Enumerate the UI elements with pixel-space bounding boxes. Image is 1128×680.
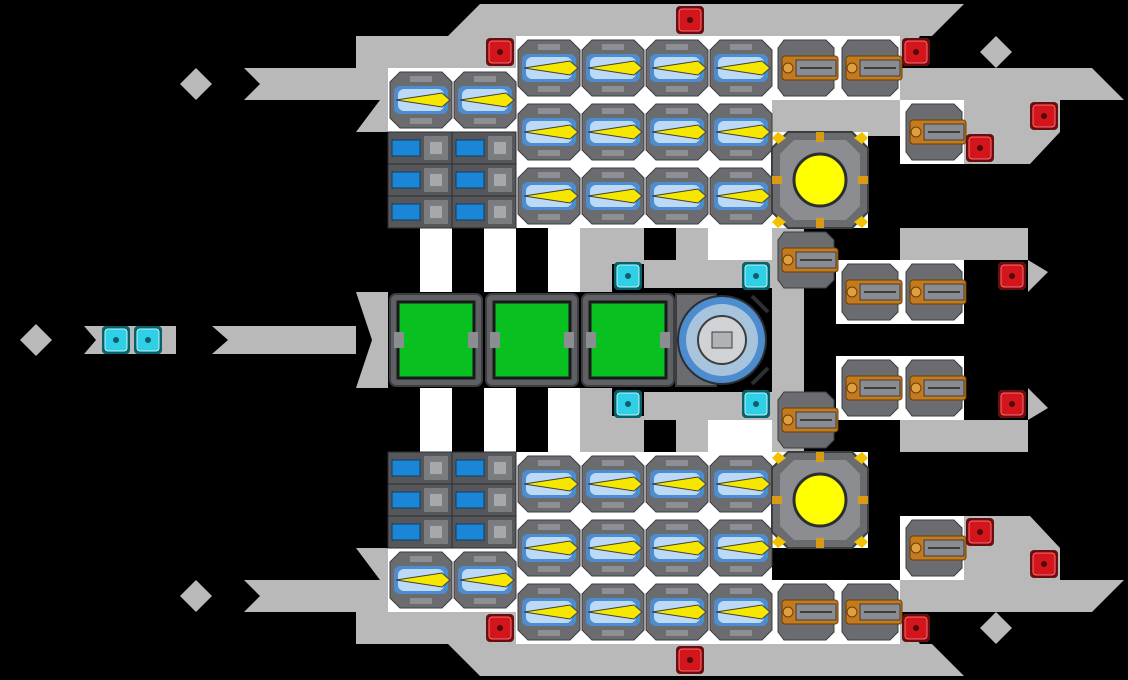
- battery-cell[interactable]: [451, 515, 517, 549]
- battery-block-bottom[interactable]: [387, 451, 517, 549]
- marker-diamond: [980, 612, 1012, 644]
- thruster-module[interactable]: [581, 455, 645, 513]
- marker-diamond: [20, 324, 52, 356]
- shield-node[interactable]: [101, 325, 131, 355]
- thruster-module[interactable]: [645, 167, 709, 225]
- reactor-core-bottom[interactable]: [770, 450, 870, 550]
- thruster-module[interactable]: [453, 551, 517, 609]
- thruster-module[interactable]: [709, 583, 773, 641]
- thruster-module[interactable]: [645, 583, 709, 641]
- marker-diamond: [180, 580, 212, 612]
- thruster-module[interactable]: [389, 71, 453, 129]
- marker-diamond: [980, 36, 1012, 68]
- armor-block[interactable]: [485, 37, 515, 67]
- armor-block[interactable]: [965, 517, 995, 547]
- battery-cell[interactable]: [387, 195, 453, 229]
- armor-block[interactable]: [1029, 549, 1059, 579]
- cannon-module[interactable]: [841, 263, 903, 321]
- armor-block[interactable]: [997, 261, 1027, 291]
- armor-block[interactable]: [485, 613, 515, 643]
- shield-node[interactable]: [133, 325, 163, 355]
- armor-block[interactable]: [675, 645, 705, 675]
- battery-cell[interactable]: [387, 483, 453, 517]
- thruster-module[interactable]: [709, 167, 773, 225]
- thruster-module[interactable]: [517, 39, 581, 97]
- cannon-module[interactable]: [905, 103, 967, 161]
- marker-diamond: [180, 68, 212, 100]
- armor-block[interactable]: [1029, 101, 1059, 131]
- cannon-module[interactable]: [841, 39, 903, 97]
- battery-cell[interactable]: [387, 451, 453, 485]
- cannon-module[interactable]: [777, 391, 839, 449]
- thruster-module[interactable]: [581, 103, 645, 161]
- thruster-module[interactable]: [517, 103, 581, 161]
- thruster-module[interactable]: [645, 519, 709, 577]
- reactor-core-top[interactable]: [770, 130, 870, 230]
- thruster-module[interactable]: [517, 519, 581, 577]
- cargo-bay[interactable]: [484, 292, 580, 388]
- cannon-module[interactable]: [905, 263, 967, 321]
- thruster-module[interactable]: [517, 583, 581, 641]
- battery-cell[interactable]: [387, 131, 453, 165]
- shield-node[interactable]: [741, 389, 771, 419]
- battery-block-top[interactable]: [387, 131, 517, 229]
- battery-cell[interactable]: [451, 131, 517, 165]
- armor-block[interactable]: [901, 37, 931, 67]
- battery-cell[interactable]: [451, 195, 517, 229]
- cannon-module[interactable]: [841, 359, 903, 417]
- cannon-module[interactable]: [905, 359, 967, 417]
- thruster-module[interactable]: [709, 39, 773, 97]
- battery-cell[interactable]: [387, 163, 453, 197]
- battery-cell[interactable]: [451, 483, 517, 517]
- thruster-module[interactable]: [517, 167, 581, 225]
- battery-cell[interactable]: [387, 515, 453, 549]
- thruster-module[interactable]: [709, 455, 773, 513]
- thruster-module[interactable]: [709, 519, 773, 577]
- cargo-bay[interactable]: [388, 292, 484, 388]
- thruster-module[interactable]: [645, 103, 709, 161]
- cannon-module[interactable]: [777, 231, 839, 289]
- cannon-module[interactable]: [841, 583, 903, 641]
- thruster-module[interactable]: [581, 39, 645, 97]
- thruster-module[interactable]: [709, 103, 773, 161]
- thruster-module[interactable]: [645, 39, 709, 97]
- battery-cell[interactable]: [451, 163, 517, 197]
- thruster-module[interactable]: [453, 71, 517, 129]
- battery-cell[interactable]: [451, 451, 517, 485]
- cargo-bays[interactable]: [388, 292, 676, 388]
- cannon-module[interactable]: [905, 519, 967, 577]
- cargo-bay[interactable]: [580, 292, 676, 388]
- armor-block[interactable]: [965, 133, 995, 163]
- thruster-module[interactable]: [581, 583, 645, 641]
- armor-block[interactable]: [901, 613, 931, 643]
- thruster-module[interactable]: [517, 455, 581, 513]
- cannon-module[interactable]: [777, 39, 839, 97]
- shield-node[interactable]: [741, 261, 771, 291]
- command-bridge[interactable]: [675, 293, 770, 387]
- thruster-module[interactable]: [645, 455, 709, 513]
- armor-block[interactable]: [997, 389, 1027, 419]
- marker-group: [20, 36, 1012, 644]
- shield-node[interactable]: [613, 389, 643, 419]
- thruster-module[interactable]: [389, 551, 453, 609]
- thruster-module[interactable]: [581, 167, 645, 225]
- armor-block[interactable]: [675, 5, 705, 35]
- cannon-module[interactable]: [777, 583, 839, 641]
- shield-node[interactable]: [613, 261, 643, 291]
- thruster-module[interactable]: [581, 519, 645, 577]
